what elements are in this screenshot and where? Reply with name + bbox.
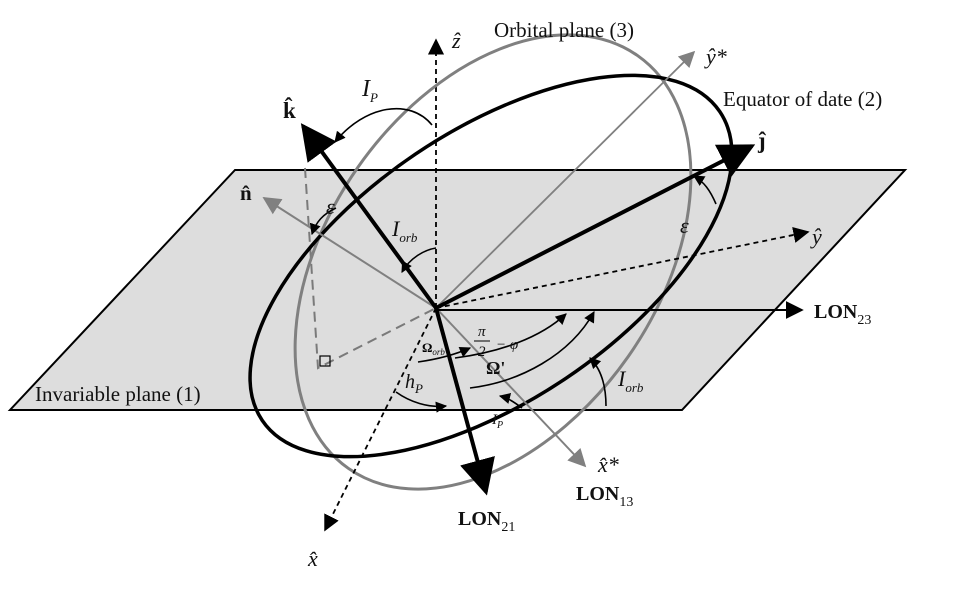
ip-top-label: IP xyxy=(361,76,378,105)
k-vector-label: k̂ xyxy=(283,96,296,123)
k-vector-line xyxy=(300,123,438,310)
right-angle-marker xyxy=(319,355,331,367)
y-star-axis-label: ŷ* xyxy=(704,44,727,69)
y-axis-label: ŷ xyxy=(810,224,822,249)
lon23-label: LON23 xyxy=(814,301,871,328)
x-axis-label: x̂ xyxy=(307,546,318,571)
n-axis-line xyxy=(262,197,437,309)
epsilon-right-label: ε xyxy=(680,213,689,238)
y-star-axis-line xyxy=(435,50,696,309)
y-axis-line xyxy=(435,226,810,309)
x-star-axis-label: x̂* xyxy=(597,452,619,477)
lon21-label: LON21 xyxy=(458,508,515,535)
x-star-axis-line xyxy=(435,307,587,468)
epsilon-right-arc xyxy=(693,175,717,205)
ip-top-arc xyxy=(334,107,433,143)
ip-bottom-arc xyxy=(498,393,523,409)
iorb-center-label: Iorb xyxy=(391,216,418,245)
omega-prime-arc xyxy=(469,311,595,389)
lon13-label: LON13 xyxy=(576,483,633,510)
equator-label: Equator of date (2) xyxy=(723,87,882,111)
invariable-plane-label: Invariable plane (1) xyxy=(35,382,201,406)
equator-ellipse xyxy=(248,73,734,459)
omega-orb-label: Ωorb xyxy=(422,340,445,357)
z-axis-label: ẑ xyxy=(451,28,461,53)
omega-prime-label: Ω' xyxy=(486,358,505,378)
omega-orb-arc xyxy=(417,346,472,363)
hp-arc xyxy=(395,391,448,413)
orbital-plane-label: Orbital plane (3) xyxy=(494,18,634,42)
ip-bottom-label: IP xyxy=(491,412,503,431)
j-vector-label: ĵ xyxy=(757,128,766,153)
iorb-center-arc xyxy=(401,247,437,273)
pi-fraction-denominator: 2 xyxy=(478,344,486,360)
pi-fraction-numerator: π xyxy=(478,324,486,340)
k-projection-dashed xyxy=(304,167,437,370)
epsilon-left-label: ε xyxy=(326,194,335,219)
orbital-plane-ellipse xyxy=(293,33,693,491)
lon21-vector-line xyxy=(434,307,495,496)
iorb-right-label: Iorb xyxy=(617,366,644,395)
n-vector-label: n̂ xyxy=(240,181,252,205)
hp-label: hP xyxy=(405,371,423,396)
j-vector-line xyxy=(435,144,756,310)
epsilon-left-arc xyxy=(309,207,337,236)
iorb-right-arc xyxy=(589,357,607,407)
invariable-plane xyxy=(7,169,908,411)
pi-fraction-minus-phi: − φ xyxy=(496,337,518,353)
